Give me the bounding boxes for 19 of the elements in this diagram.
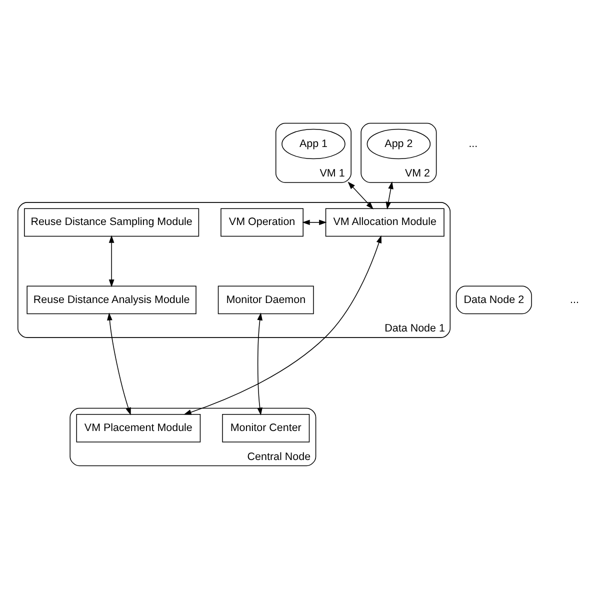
label: ... xyxy=(570,294,580,306)
node-ellipse: App 2 xyxy=(366,128,431,160)
arrow xyxy=(108,235,114,288)
arrow xyxy=(184,235,382,415)
node-box: VM Placement Module xyxy=(76,414,201,442)
node-box: VM Allocation Module xyxy=(325,208,444,237)
label: ... xyxy=(468,138,478,150)
arrow xyxy=(348,182,374,210)
node-box: Reuse Distance Sampling Module xyxy=(24,208,200,237)
node-box: Reuse Distance Analysis Module xyxy=(26,286,196,314)
arrow xyxy=(107,312,131,416)
node-box: Data Node 2 xyxy=(456,286,532,314)
arrow xyxy=(302,220,327,226)
node-box: VM Operation xyxy=(220,208,304,237)
node-box: Monitor Daemon xyxy=(218,286,314,314)
arrow xyxy=(386,181,394,210)
arrow xyxy=(257,312,263,416)
node-ellipse: App 1 xyxy=(282,128,346,160)
node-box: Monitor Center xyxy=(222,414,310,442)
